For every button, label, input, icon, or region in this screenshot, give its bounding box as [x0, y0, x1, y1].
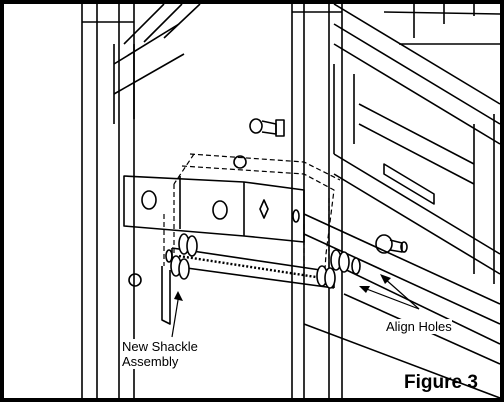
right-post	[291, 4, 343, 398]
front-bracket-plate	[123, 175, 305, 243]
figure-caption: Figure 3	[404, 372, 478, 393]
shackle-strap	[161, 266, 171, 325]
shackle-assembly-drawing	[81, 4, 500, 398]
shackle-bushings	[170, 233, 361, 289]
callout-leaders	[171, 277, 420, 338]
new-shackle-label-line2: Assembly	[122, 354, 179, 369]
new-shackle-label-line1: New Shackle	[122, 339, 198, 354]
frame-rails	[113, 4, 500, 284]
left-post	[81, 4, 142, 398]
mounting-bolts	[233, 118, 408, 254]
align-holes-label: Align Holes	[386, 319, 452, 334]
callout-arrowheads	[174, 274, 391, 301]
side-bracket	[303, 213, 500, 398]
new-shackle-callout: New Shackle Assembly	[122, 339, 198, 369]
shackle-hidden-outline	[163, 153, 341, 285]
